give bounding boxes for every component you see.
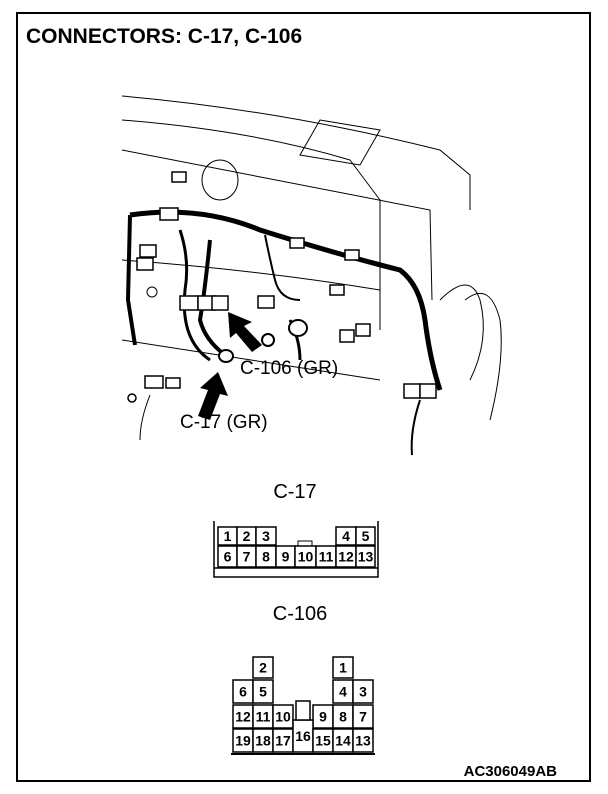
pin-number: 9 <box>282 549 290 565</box>
pin-number: 13 <box>355 733 371 749</box>
pin-number: 17 <box>275 733 291 749</box>
pin-cell <box>252 679 274 704</box>
pin-cell <box>355 545 376 568</box>
pin-number: 12 <box>235 709 251 725</box>
pin-number: 3 <box>359 684 367 700</box>
pin-number: 8 <box>339 709 347 725</box>
pin-cell <box>252 656 274 679</box>
pin-number: 3 <box>262 528 270 544</box>
pin-number: 1 <box>224 528 232 544</box>
c17-callout: C-17 (GR) <box>180 412 268 433</box>
pin-number: 12 <box>338 549 354 565</box>
pin-number: 9 <box>319 709 327 725</box>
pin-number: 13 <box>358 549 374 565</box>
pin-number: 10 <box>298 549 314 565</box>
c17-label: C-17 <box>273 481 316 503</box>
pin-number: 15 <box>315 733 331 749</box>
pin-number: 16 <box>295 728 311 744</box>
pin-number: 1 <box>339 660 347 676</box>
pin-cell <box>255 526 277 546</box>
figure-code: AC306049AB <box>464 763 558 780</box>
pin-number: 2 <box>243 528 251 544</box>
pin-number: 4 <box>339 684 347 700</box>
pin-cell <box>272 704 294 729</box>
pin-number: 10 <box>275 709 291 725</box>
pin-number: 7 <box>243 549 251 565</box>
pin-cell <box>352 704 374 729</box>
c17-arrow-icon <box>198 372 228 420</box>
pin-cell <box>355 526 376 546</box>
c106-arrow-icon <box>228 312 262 352</box>
pin-number: 19 <box>235 733 251 749</box>
lock-tab <box>295 700 311 721</box>
harness-illustration <box>121 95 502 456</box>
pin-cell <box>352 679 374 704</box>
c106-label: C-106 <box>273 603 327 625</box>
frame-border <box>16 12 591 782</box>
pin-number: 11 <box>319 549 334 565</box>
c106-callout: C-106 (GR) <box>240 358 338 379</box>
connector-housing <box>213 521 379 578</box>
pin-number: 14 <box>335 733 351 749</box>
pin-number: 4 <box>342 528 350 544</box>
pin-number: 6 <box>224 549 232 565</box>
pin-cell <box>332 656 354 679</box>
pin-number: 5 <box>259 684 267 700</box>
pin-cell <box>352 728 374 753</box>
diagram-title: CONNECTORS: C-17, C-106 <box>26 25 302 48</box>
pin-number: 11 <box>256 709 271 725</box>
pin-number: 8 <box>262 549 270 565</box>
pin-number: 5 <box>362 528 370 544</box>
pin-number: 18 <box>255 733 271 749</box>
pin-number: 2 <box>259 660 267 676</box>
pin-number: 7 <box>359 709 367 725</box>
pin-number: 6 <box>239 684 247 700</box>
